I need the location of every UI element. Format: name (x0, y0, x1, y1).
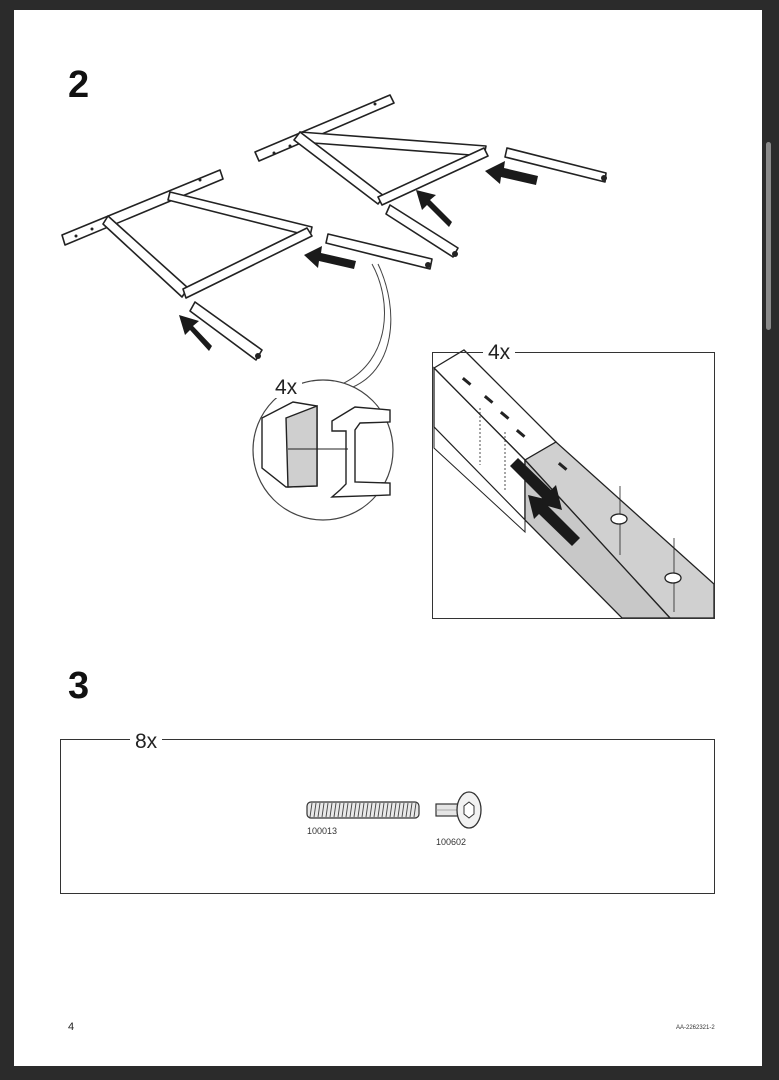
parts-box-multiplier: 8x (130, 731, 163, 752)
scrollbar[interactable] (766, 142, 771, 330)
detail-box (432, 352, 715, 619)
document-code: AA-2262321-2 (676, 1025, 715, 1031)
detail-box-multiplier: 4x (483, 342, 516, 363)
parts-box (60, 739, 715, 894)
detail-circle-multiplier: 4x (270, 377, 303, 398)
page-number: 4 (68, 1021, 75, 1033)
barrel-nut-icon (435, 791, 482, 829)
step-number: 3 (68, 665, 90, 707)
part-number: 100602 (436, 837, 467, 847)
threaded-bolt-icon (306, 801, 420, 819)
step-number: 2 (68, 64, 90, 106)
part-number: 100013 (307, 826, 338, 836)
